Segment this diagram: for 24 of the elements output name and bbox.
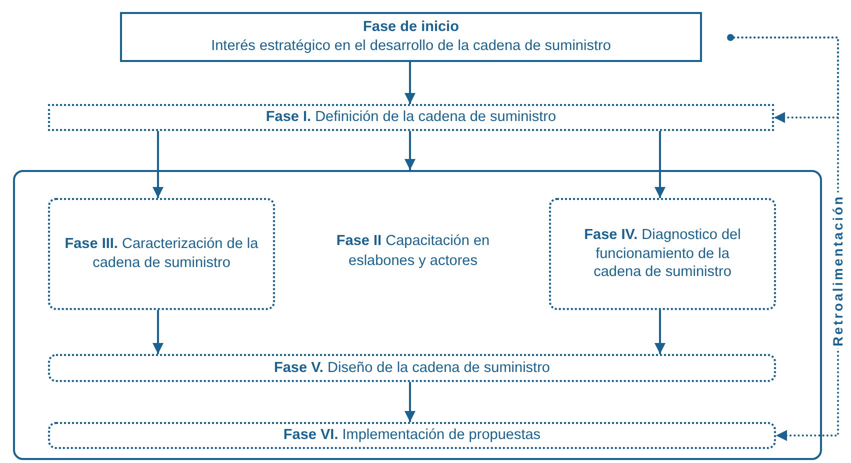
arrow xyxy=(152,310,164,354)
arrow xyxy=(404,62,416,104)
group-container xyxy=(13,170,822,460)
phase-text: Fase VI. Implementación de propuestas xyxy=(282,426,542,445)
arrow xyxy=(152,131,164,198)
arrow xyxy=(404,131,416,170)
phase-box xyxy=(48,422,776,449)
phase-title: Fase de inicio xyxy=(362,18,460,37)
phase-box xyxy=(48,198,275,310)
phase-text: Fase II Capacitación en eslabones y actores xyxy=(335,232,491,271)
phase-box xyxy=(48,354,776,382)
phase-box xyxy=(549,198,776,310)
phase-text: Fase III. Caracterización de la cadena de suministro xyxy=(64,235,260,273)
arrow xyxy=(654,310,666,354)
phase-box xyxy=(48,104,774,131)
connector-dot xyxy=(727,34,734,41)
phase-text: Fase IV. Diagnostico del funcionamiento de la cadena de suministro xyxy=(583,226,742,282)
phase-box xyxy=(120,12,702,62)
arrow xyxy=(404,382,416,422)
phase-text: Fase I. Definición de la cadena de suministro xyxy=(264,108,558,127)
edge-label: Retroalimentación xyxy=(830,192,846,348)
arrow xyxy=(654,131,666,198)
phase-text: Fase V. Diseño de la cadena de suministro xyxy=(273,358,551,378)
phase-text: Interés estratégico en el desarrollo de la cadena de suministro xyxy=(210,37,612,56)
